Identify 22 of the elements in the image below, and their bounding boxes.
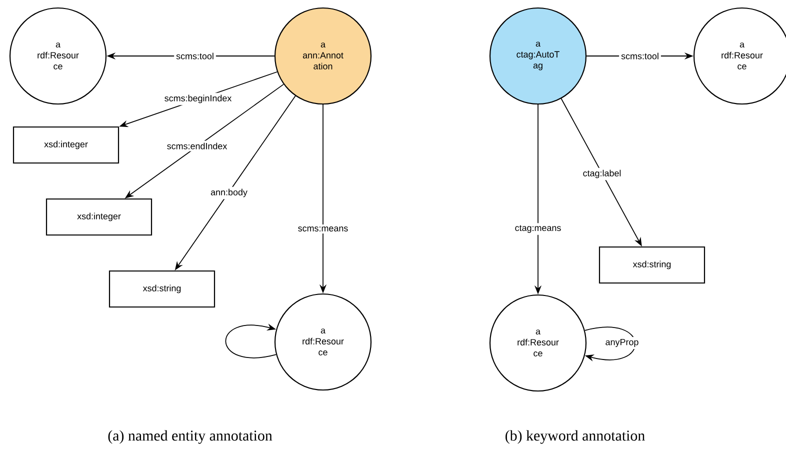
edge-label: ann:body xyxy=(208,186,250,200)
literal-box: xsd:string xyxy=(598,246,706,284)
edge-label: ctag:label xyxy=(580,168,624,180)
circle-node: a rdf:Resour ce xyxy=(9,7,107,105)
literal-box: xsd:string xyxy=(108,270,216,308)
edge-label: anyProp xyxy=(603,336,641,349)
edge-label: scms:tool xyxy=(619,50,661,62)
literal-box: xsd:integer xyxy=(46,198,152,236)
subfigure-caption: (b) keyword annotation xyxy=(506,430,645,444)
circle-node: a rdf:Resour ce xyxy=(489,294,587,392)
edge-label: scms:beginIndex xyxy=(162,92,234,106)
edge-label: ctag:means xyxy=(512,223,564,235)
edge-label: scms:means xyxy=(296,224,350,234)
edge-label: scms:tool xyxy=(174,50,216,62)
arrow xyxy=(225,324,277,358)
arrow xyxy=(584,326,636,362)
edge-label: scms:endIndex xyxy=(164,140,230,152)
literal-box: xsd:integer xyxy=(12,126,120,164)
circle-node: a ann:Annot ation xyxy=(274,7,372,105)
circle-node: a rdf:Resour ce xyxy=(274,293,372,391)
subfigure-caption: (a) named entity annotation xyxy=(108,430,272,444)
circle-node: a ctag:AutoT ag xyxy=(489,7,587,105)
